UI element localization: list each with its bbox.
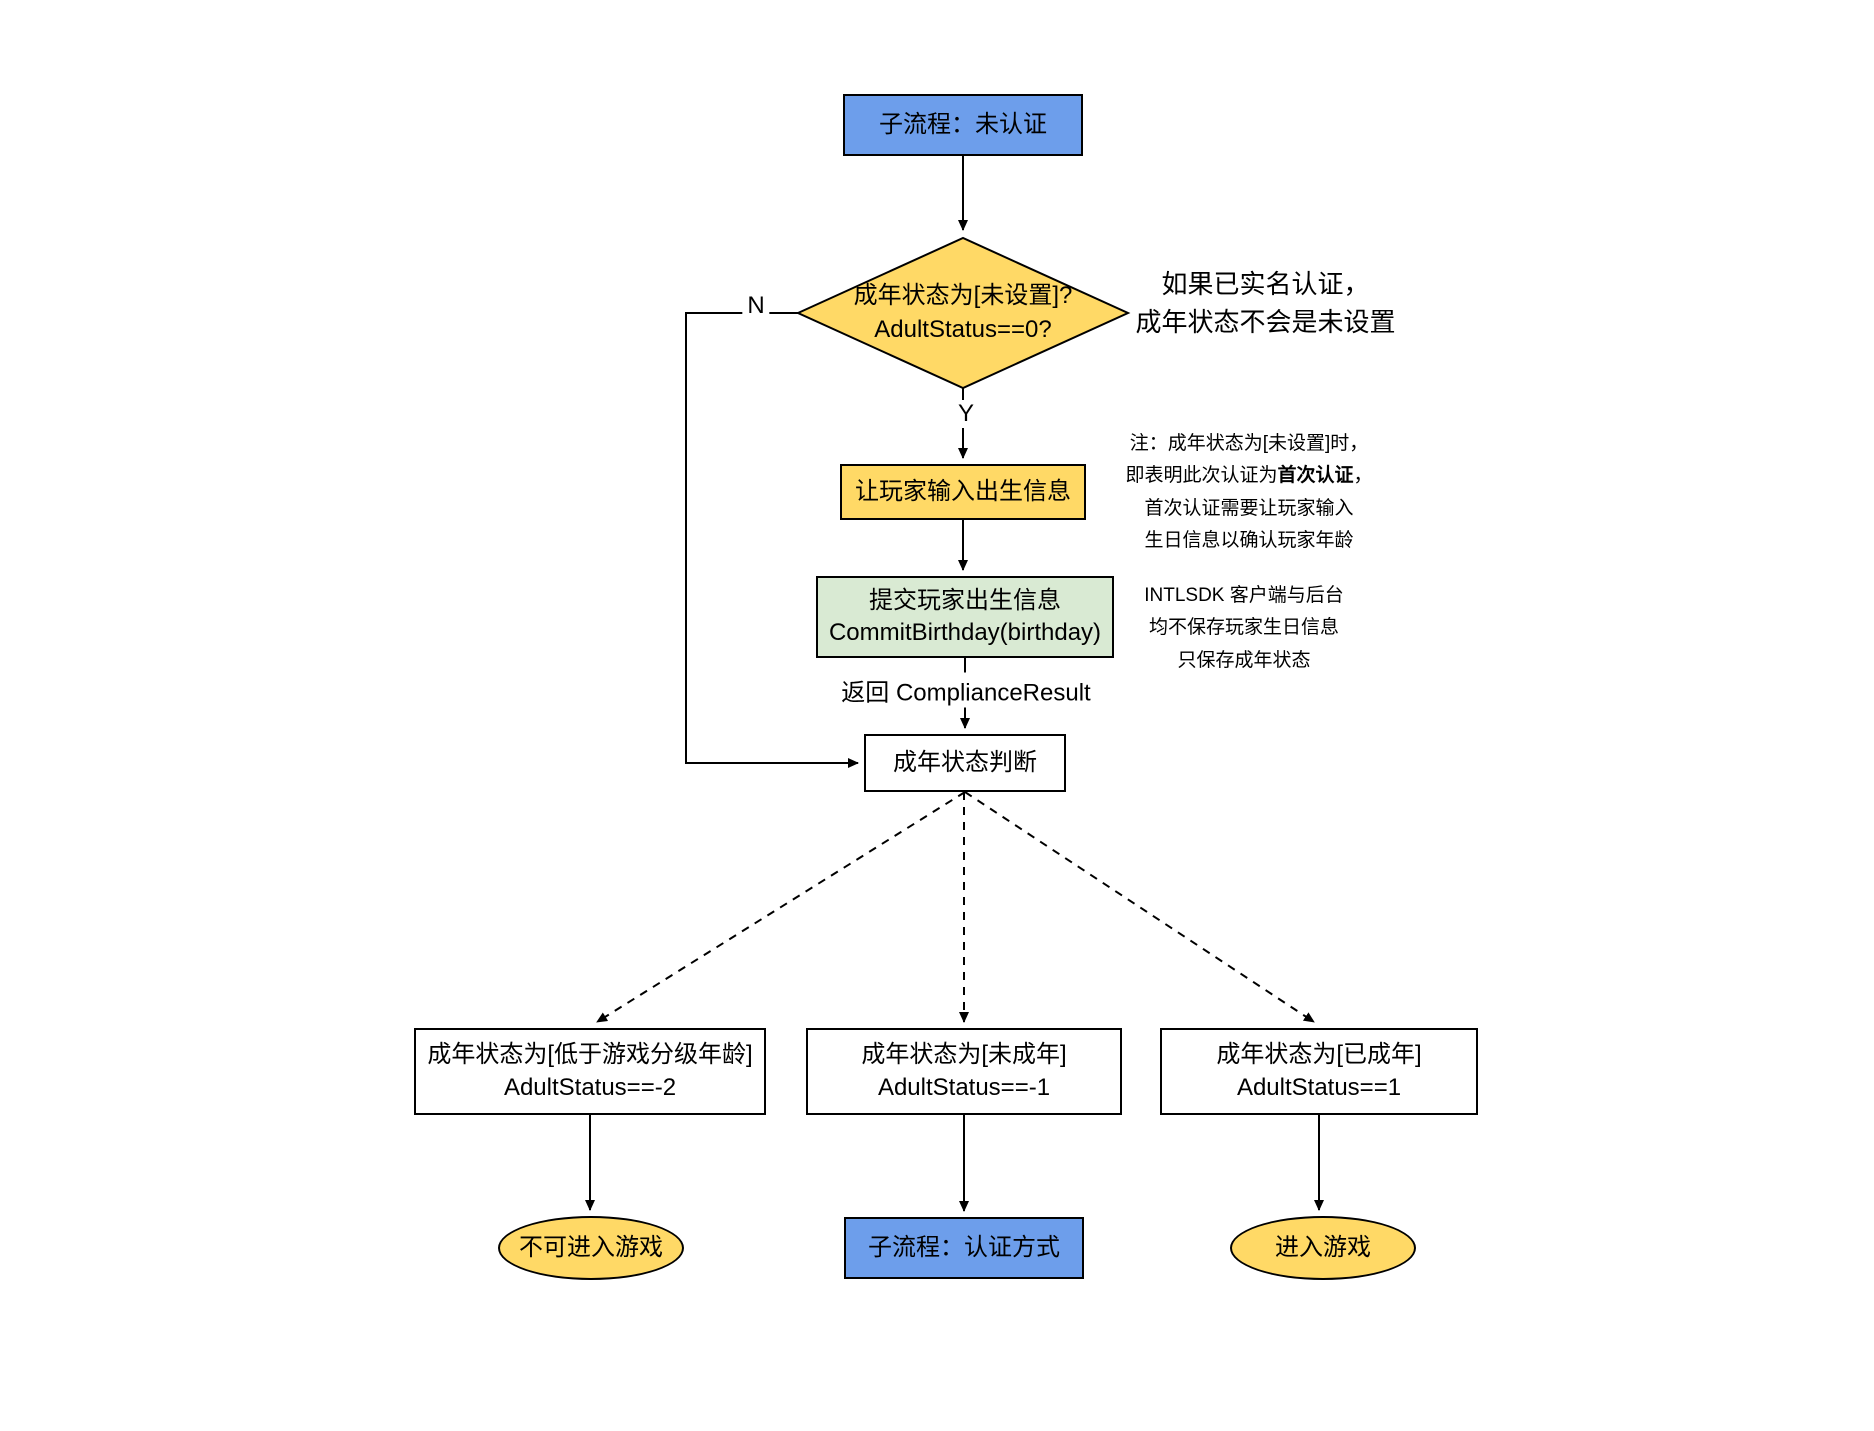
- start-node-label: 子流程：未认证: [879, 110, 1047, 138]
- judge-label: 成年状态判断: [893, 748, 1037, 776]
- annotation-realname-line2: 成年状态不会是未设置: [1135, 306, 1396, 337]
- annotation-realname: 如果已实名认证， 成年状态不会是未设置: [1123, 266, 1408, 341]
- status-adult-node: 成年状态为[已成年] AdultStatus==1: [1160, 1028, 1478, 1115]
- commit-birth-line1: 提交玩家出生信息: [869, 586, 1061, 614]
- edge-label-n: N: [742, 292, 770, 320]
- note-no-save: INTLSDK 客户端与后台 均不保存玩家生日信息 只保存成年状态: [1104, 580, 1384, 677]
- no-entry-label: 不可进入游戏: [519, 1233, 663, 1261]
- decision-diamond-shape: [795, 236, 1131, 390]
- input-birth-label: 让玩家输入出生信息: [855, 477, 1071, 505]
- entry-label: 进入游戏: [1275, 1233, 1371, 1261]
- annotation-realname-line1: 如果已实名认证，: [1161, 269, 1370, 299]
- auth-method-node: 子流程：认证方式: [844, 1217, 1084, 1279]
- note-first-auth-line2: 即表明此次认证为首次认证，: [1125, 465, 1373, 487]
- note-first-auth: 注：成年状态为[未设置]时， 即表明此次认证为首次认证， 首次认证需要让玩家输入…: [1089, 428, 1409, 557]
- note-no-save-line2: 均不保存玩家生日信息: [1148, 617, 1339, 639]
- commit-birth-line2: CommitBirthday(birthday): [828, 619, 1102, 646]
- status-low-line2: AdultStatus==-2: [503, 1073, 677, 1101]
- status-minor-line1: 成年状态为[未成年]: [861, 1041, 1067, 1069]
- edge-label-return-result: 返回 ComplianceResult: [836, 672, 1096, 708]
- auth-method-label: 子流程：认证方式: [868, 1233, 1060, 1261]
- decision-line2: AdultStatus==0?: [874, 316, 1052, 343]
- note-no-save-line1: INTLSDK 客户端与后台: [1144, 585, 1344, 606]
- start-node: 子流程：未认证: [843, 94, 1083, 156]
- decision-line1: 成年状态为[未设置]?: [853, 282, 1073, 310]
- connector-judge-status-low: [596, 791, 966, 1023]
- judge-node: 成年状态判断: [864, 734, 1066, 792]
- decision-node: 成年状态为[未设置]? AdultStatus==0?: [818, 278, 1108, 348]
- note-first-auth-line3: 首次认证需要让玩家输入: [1144, 497, 1354, 519]
- entry-node: 进入游戏: [1230, 1216, 1416, 1280]
- status-minor-node: 成年状态为[未成年] AdultStatus==-1: [806, 1028, 1122, 1115]
- connector-decision-judge-n: [685, 312, 859, 768]
- no-entry-node: 不可进入游戏: [498, 1216, 684, 1280]
- connector-judge-status-adult: [964, 791, 1315, 1023]
- status-low-node: 成年状态为[低于游戏分级年龄] AdultStatus==-2: [414, 1028, 766, 1115]
- input-birth-node: 让玩家输入出生信息: [840, 464, 1086, 520]
- status-low-line1: 成年状态为[低于游戏分级年龄]: [427, 1041, 753, 1069]
- note-first-auth-line1: 注：成年状态为[未设置]时，: [1129, 433, 1369, 454]
- note-no-save-line3: 只保存成年状态: [1177, 649, 1311, 671]
- commit-birth-node: 提交玩家出生信息 CommitBirthday(birthday): [816, 576, 1114, 658]
- status-adult-line1: 成年状态为[已成年]: [1216, 1041, 1422, 1069]
- note-first-auth-line4: 生日信息以确认玩家年龄: [1144, 529, 1354, 551]
- status-adult-line2: AdultStatus==1: [1236, 1073, 1402, 1101]
- status-minor-line2: AdultStatus==-1: [877, 1073, 1051, 1101]
- edge-label-y: Y: [952, 400, 980, 428]
